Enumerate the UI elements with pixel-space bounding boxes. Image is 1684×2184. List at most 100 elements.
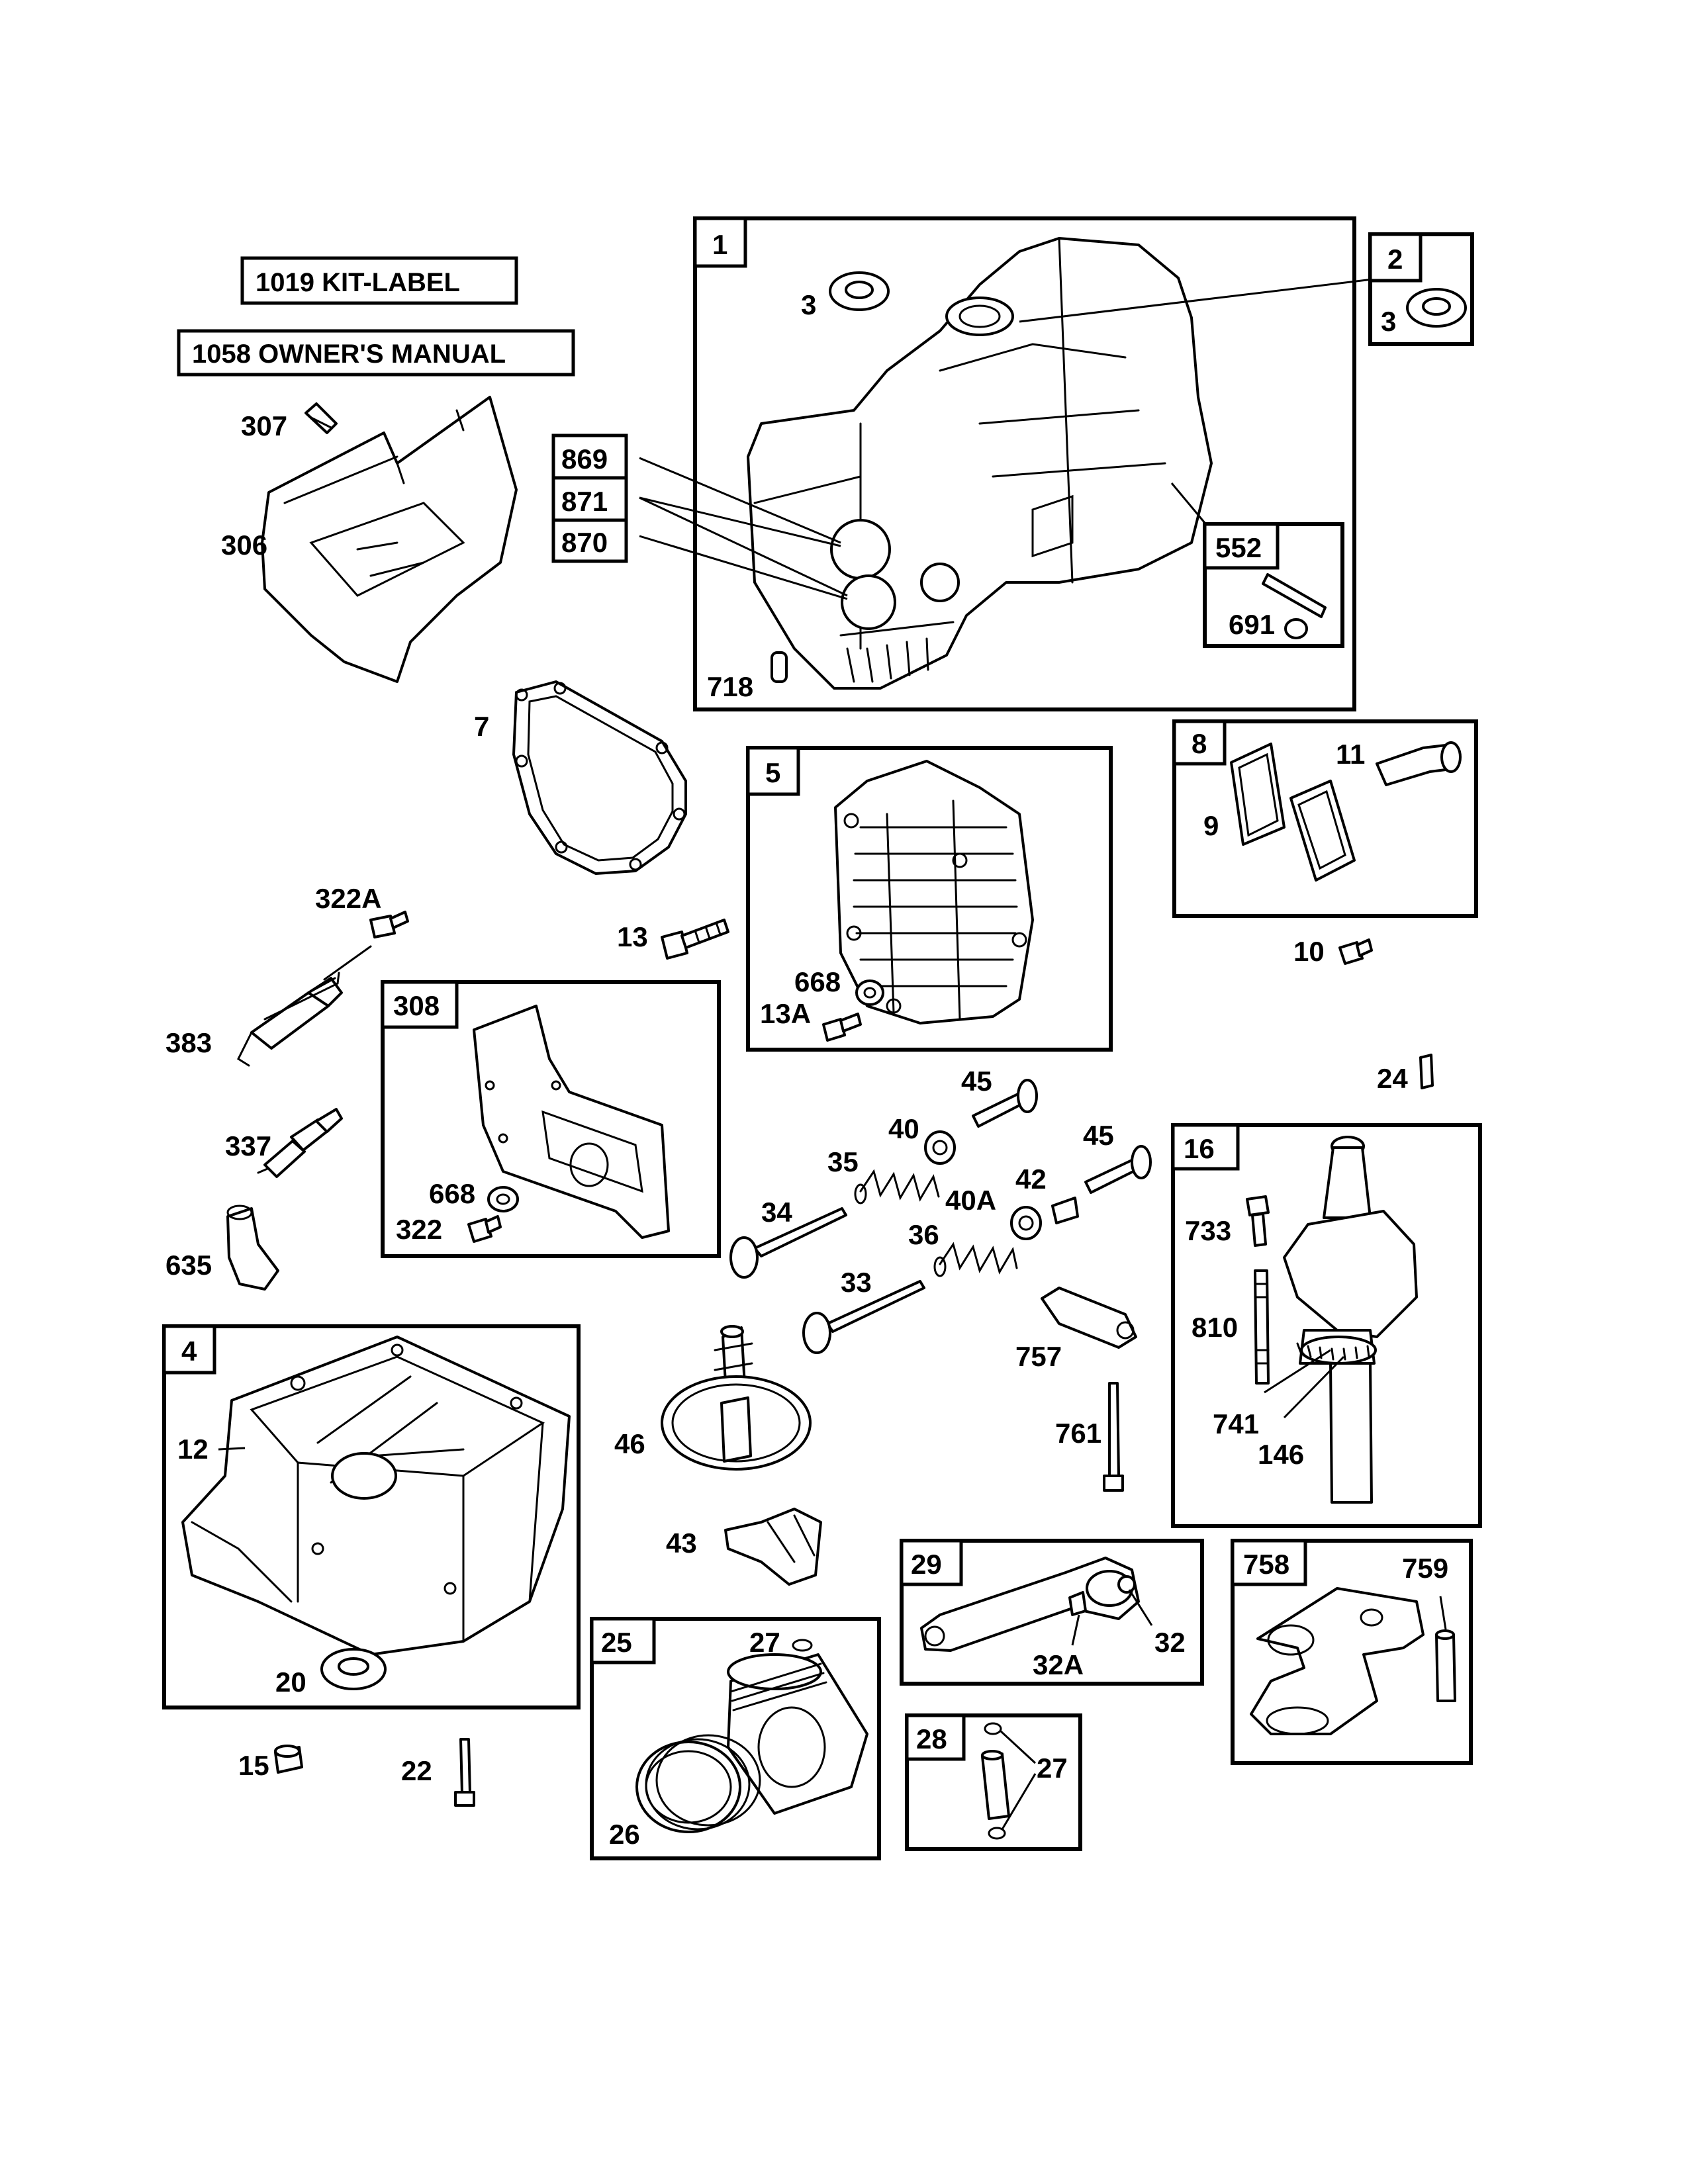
pin-part-759 bbox=[1435, 1629, 1456, 1702]
bolt-part-32 bbox=[1117, 1575, 1136, 1594]
part-label-12: 12 bbox=[177, 1433, 209, 1465]
assembly-box-29: 29 32A 32 bbox=[900, 1539, 1204, 1686]
gasket-part-9 bbox=[1230, 743, 1286, 846]
part-label-20: 20 bbox=[275, 1666, 306, 1698]
assembly-box-1: 1 3 bbox=[639, 216, 1384, 711]
part-label-635: 635 bbox=[165, 1250, 212, 1281]
breather-part bbox=[1289, 780, 1356, 882]
piston-pin-part bbox=[981, 1750, 1010, 1820]
assembly-box-28: 28 27 bbox=[905, 1713, 1082, 1851]
part-label-32: 32 bbox=[1154, 1627, 1186, 1658]
part-label-35: 35 bbox=[827, 1146, 859, 1177]
part-label-307: 307 bbox=[241, 410, 287, 441]
box-label-2: 2 bbox=[1387, 244, 1403, 275]
bolt-part-322a bbox=[369, 911, 409, 938]
box-label-869: 869 bbox=[561, 443, 608, 475]
retainer-part-40 bbox=[924, 1130, 956, 1165]
assembly-box-758: 758 759 bbox=[1231, 1539, 1473, 1765]
retainer-ring-part-27b bbox=[984, 1722, 1002, 1735]
valve-part-45b bbox=[1084, 1145, 1152, 1194]
box-label-552: 552 bbox=[1215, 532, 1262, 563]
sump-part bbox=[181, 1336, 571, 1656]
box-label-25: 25 bbox=[601, 1627, 632, 1658]
part-label-26: 26 bbox=[609, 1819, 640, 1850]
tag-869: 869 bbox=[551, 433, 628, 480]
part-label-15: 15 bbox=[238, 1750, 269, 1781]
kit-label-text: 1019 KIT-LABEL bbox=[256, 268, 460, 297]
connecting-rod-part bbox=[920, 1557, 1140, 1652]
part-label-759: 759 bbox=[1402, 1553, 1448, 1584]
valve-part-34 bbox=[729, 1207, 847, 1279]
part-label-3: 3 bbox=[801, 289, 816, 320]
assembly-box-25: 25 27 26 bbox=[590, 1617, 881, 1860]
box-label-1: 1 bbox=[712, 229, 727, 260]
part-label-668b: 668 bbox=[429, 1178, 475, 1209]
cylinder-block-part bbox=[747, 237, 1213, 690]
part-label-733: 733 bbox=[1185, 1215, 1231, 1246]
box-label-8: 8 bbox=[1192, 728, 1207, 759]
camshaft-part-46 bbox=[661, 1325, 812, 1471]
assembly-box-4: 4 12 20 bbox=[162, 1324, 581, 1709]
gasket-part-7 bbox=[512, 680, 687, 875]
bolt-part-10 bbox=[1338, 938, 1373, 965]
plug-part-15 bbox=[274, 1745, 303, 1774]
spring-part-36 bbox=[933, 1242, 1018, 1277]
retainer-part-40a bbox=[1010, 1206, 1042, 1240]
owners-manual-tag: 1058 OWNER'S MANUAL bbox=[177, 329, 575, 377]
washer-part-668b bbox=[487, 1186, 519, 1212]
part-label-691: 691 bbox=[1229, 609, 1275, 640]
dowel-part-810 bbox=[1254, 1269, 1270, 1385]
valve-part-45a bbox=[972, 1079, 1038, 1128]
part-label-7: 7 bbox=[474, 711, 489, 742]
part-label-42: 42 bbox=[1015, 1163, 1047, 1195]
tag-871: 871 bbox=[551, 476, 628, 522]
box-label-28: 28 bbox=[916, 1723, 947, 1754]
piston-rings-part-26 bbox=[635, 1734, 761, 1833]
assembly-box-2: 2 3 bbox=[1368, 232, 1474, 346]
assembly-box-5: 5 668 13A bbox=[746, 746, 1113, 1052]
part-label-9: 9 bbox=[1203, 810, 1219, 841]
box-label-4: 4 bbox=[181, 1336, 197, 1367]
box-label-308: 308 bbox=[393, 990, 440, 1021]
part-label-761: 761 bbox=[1055, 1418, 1101, 1449]
part-label-45b: 45 bbox=[1083, 1120, 1114, 1151]
box-label-871: 871 bbox=[561, 486, 608, 517]
bolt-part-322 bbox=[467, 1215, 502, 1243]
part-label-741: 741 bbox=[1213, 1408, 1259, 1439]
assembly-box-16: 16 733 810 741 146 bbox=[1171, 1123, 1482, 1528]
rocker-part-757 bbox=[1041, 1287, 1137, 1349]
part-label-27a: 27 bbox=[749, 1627, 780, 1658]
ring-part-691 bbox=[1284, 618, 1308, 639]
bolt-part-733 bbox=[1246, 1195, 1270, 1247]
part-label-45: 45 bbox=[961, 1066, 992, 1097]
part-label-46: 46 bbox=[614, 1428, 645, 1459]
valve-part-33 bbox=[802, 1280, 925, 1354]
part-label-27b: 27 bbox=[1037, 1752, 1068, 1784]
bolt-part-13 bbox=[661, 919, 729, 960]
breather-tube-part-11 bbox=[1376, 741, 1462, 786]
bolt-part-22 bbox=[454, 1738, 475, 1807]
part-label-306: 306 bbox=[221, 529, 267, 561]
box-label-16: 16 bbox=[1184, 1133, 1215, 1164]
ignition-coil-part-383 bbox=[237, 945, 372, 1067]
bracket-part-758 bbox=[1250, 1587, 1425, 1735]
part-label-40a: 40A bbox=[945, 1185, 996, 1216]
retainer-ring-part-27a bbox=[792, 1639, 813, 1652]
part-label-32a: 32A bbox=[1033, 1649, 1084, 1680]
part-label-757: 757 bbox=[1015, 1341, 1062, 1372]
spring-part-35 bbox=[854, 1169, 940, 1205]
part-label-43: 43 bbox=[666, 1527, 697, 1559]
part-label-11: 11 bbox=[1336, 739, 1365, 770]
box-label-5: 5 bbox=[765, 757, 780, 788]
tube-part bbox=[1262, 573, 1327, 618]
part-label-10: 10 bbox=[1293, 936, 1325, 967]
kit-label-tag: 1019 KIT-LABEL bbox=[240, 256, 518, 305]
part-label-24: 24 bbox=[1377, 1063, 1408, 1094]
dowel-pin-part-718 bbox=[771, 651, 788, 683]
governor-part-43 bbox=[724, 1508, 822, 1586]
tag-870: 870 bbox=[551, 518, 628, 563]
part-label-383: 383 bbox=[165, 1027, 212, 1058]
spark-plug-part-337 bbox=[257, 1108, 343, 1178]
stud-part-761 bbox=[1103, 1382, 1124, 1492]
